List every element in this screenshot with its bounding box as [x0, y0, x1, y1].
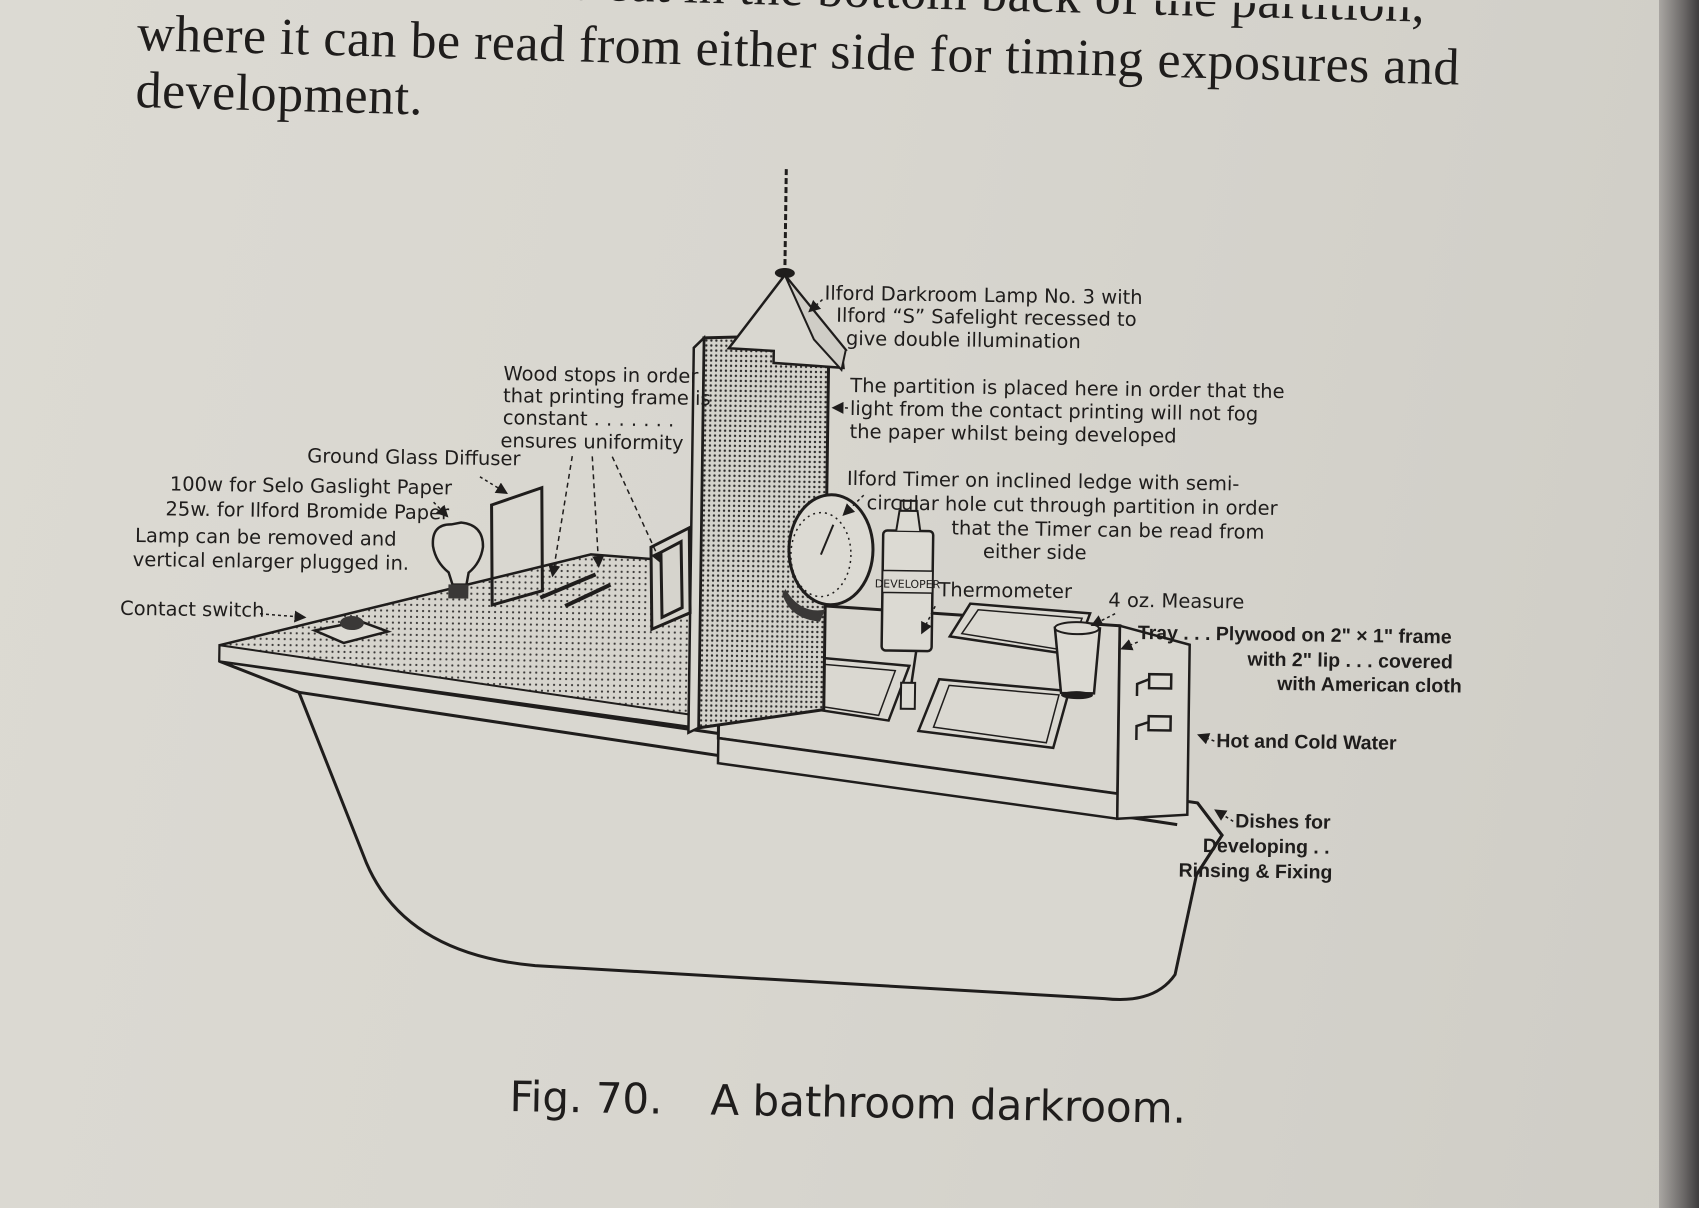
contact-switch [310, 616, 392, 645]
svg-text:light from the contact printin: light from the contact printing will not… [850, 397, 1259, 426]
label-lamp-removed: Lamp can be removed and vertical enlarge… [133, 524, 410, 575]
svg-text:vertical enlarger plugged in.: vertical enlarger plugged in. [133, 548, 410, 575]
label-contact-switch: Contact switch [120, 597, 307, 623]
label-measure: 4 oz. Measure [1090, 589, 1244, 627]
bulb [431, 521, 485, 599]
figure-number: Fig. 70. [509, 1072, 663, 1124]
svg-text:with American cloth: with American cloth [1276, 673, 1462, 698]
svg-text:ensures uniformity: ensures uniformity [500, 429, 683, 455]
taps [1135, 672, 1173, 741]
label-wood-stops: Wood stops in order that printing frame … [500, 362, 711, 578]
page-edge-shadow [1659, 0, 1699, 1208]
developer-bottle: DEVELOPER [875, 499, 941, 653]
figure-labels: Ilford Darkroom Lamp No. 3 with Ilford “… [120, 282, 1462, 884]
printing-frame [649, 525, 692, 632]
darkroom-lamp [726, 169, 848, 372]
svg-text:Hot and Cold Water: Hot and Cold Water [1216, 730, 1397, 755]
svg-text:Ilford “S” Safelight recessed: Ilford “S” Safelight recessed to [836, 304, 1137, 331]
label-tray: Tray . . . Plywood on 2" × 1" frame with… [1120, 622, 1462, 698]
svg-text:Lamp can be removed and: Lamp can be removed and [135, 524, 397, 551]
label-thermometer: Thermometer [921, 578, 1073, 635]
svg-text:Thermometer: Thermometer [937, 578, 1073, 603]
label-water: Hot and Cold Water [1197, 730, 1397, 755]
ground-glass-diffuser [490, 485, 544, 607]
svg-text:circular hole cut through part: circular hole cut through partition in o… [866, 491, 1278, 520]
label-partition: The partition is placed here in order th… [831, 374, 1285, 448]
label-timer: Ilford Timer on inclined ledge with semi… [842, 467, 1279, 564]
label-diffuser: Ground Glass Diffuser [307, 444, 522, 494]
svg-text:that the Timer can be read fro: that the Timer can be read from [951, 516, 1265, 543]
svg-text:Contact switch: Contact switch [120, 597, 265, 622]
label-lamp: Ilford Darkroom Lamp No. 3 with Ilford “… [808, 282, 1143, 353]
svg-text:Ground Glass Diffuser: Ground Glass Diffuser [307, 444, 522, 470]
svg-text:either side: either side [983, 540, 1087, 564]
svg-text:the paper whilst being develop: the paper whilst being developed [849, 420, 1176, 448]
svg-text:100w for Selo Gaslight Paper: 100w for Selo Gaslight Paper [170, 472, 453, 499]
wood-stops [539, 572, 612, 608]
svg-text:Ilford Timer on inclined ledge: Ilford Timer on inclined ledge with semi… [847, 467, 1240, 495]
svg-text:25w. for Ilford Bromide Paper: 25w. for Ilford Bromide Paper [165, 497, 450, 524]
bottle-label: DEVELOPER [875, 577, 941, 591]
figure-title: A bathroom darkroom. [710, 1075, 1187, 1133]
darkroom-illustration: DEVELOPER Ilford Darkroom Lamp No. 3 wit… [120, 169, 1462, 1001]
svg-text:with 2" lip . . . covered: with 2" lip . . . covered [1246, 649, 1453, 674]
svg-text:constant . . . . . . .: constant . . . . . . . [503, 406, 675, 431]
svg-text:Rinsing & Fixing: Rinsing & Fixing [1178, 860, 1332, 884]
svg-text:Tray . . . Plywood on 2" × 1": Tray . . . Plywood on 2" × 1" frame [1138, 622, 1452, 648]
svg-text:Dishes for: Dishes for [1235, 810, 1331, 833]
svg-text:give double illumination: give double illumination [846, 327, 1081, 353]
label-bulb: 100w for Selo Gaslight Paper 25w. for Il… [165, 472, 453, 524]
svg-text:that printing frame is: that printing frame is [503, 384, 711, 410]
svg-text:Ilford Darkroom Lamp No. 3 wit: Ilford Darkroom Lamp No. 3 with [824, 282, 1142, 309]
figure-bathroom-darkroom: DEVELOPER Ilford Darkroom Lamp No. 3 wit… [114, 160, 1586, 1080]
svg-text:Wood stops in order: Wood stops in order [503, 362, 699, 388]
svg-text:4 oz. Measure: 4 oz. Measure [1108, 589, 1244, 614]
label-dishes: Dishes for Developing . . Rinsing & Fixi… [1178, 809, 1333, 884]
timer [782, 493, 875, 622]
svg-text:Developing . .: Developing . . [1203, 835, 1330, 859]
